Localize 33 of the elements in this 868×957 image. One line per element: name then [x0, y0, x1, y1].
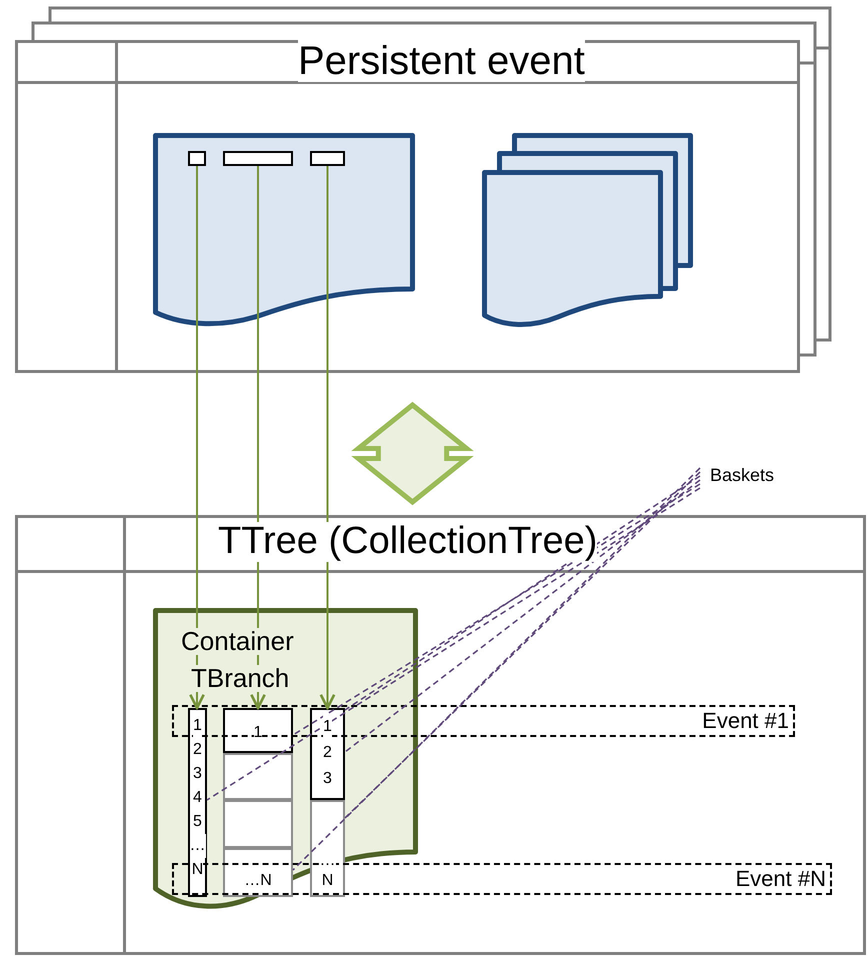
field-box	[310, 151, 345, 166]
basket-cell	[223, 753, 293, 800]
field-box	[223, 151, 293, 166]
container-title: Container	[181, 628, 294, 656]
window-title: TTree (CollectionTree)	[218, 522, 598, 562]
stacked-documents	[482, 133, 693, 328]
leader-line	[344, 479, 700, 753]
leader-line	[344, 471, 701, 819]
window-frame	[15, 515, 866, 955]
event-row-box	[172, 705, 795, 737]
basket-cell	[223, 848, 293, 897]
double-arrow	[351, 402, 474, 506]
arrow	[320, 166, 336, 710]
window-frame	[15, 40, 800, 373]
event-row-box	[172, 863, 832, 895]
entry-number: 1	[323, 714, 332, 740]
field-box	[188, 151, 206, 166]
window-title: Persistent event	[298, 40, 585, 82]
basket-cell	[310, 800, 345, 897]
leader-line	[344, 475, 700, 711]
branch-title: TBranch	[191, 665, 290, 692]
basket-cell	[223, 708, 293, 753]
basket-cell	[310, 708, 345, 800]
event-label: Event #N	[736, 867, 826, 891]
leader-line	[292, 483, 700, 736]
arrow	[189, 166, 205, 710]
document-shape	[153, 133, 415, 328]
event-label: Event #1	[702, 709, 789, 733]
baskets-label: Baskets	[709, 464, 776, 485]
leader-line	[206, 487, 700, 801]
entry-number: …	[190, 834, 206, 858]
basket-cell	[223, 800, 293, 848]
entry-column	[188, 708, 207, 897]
